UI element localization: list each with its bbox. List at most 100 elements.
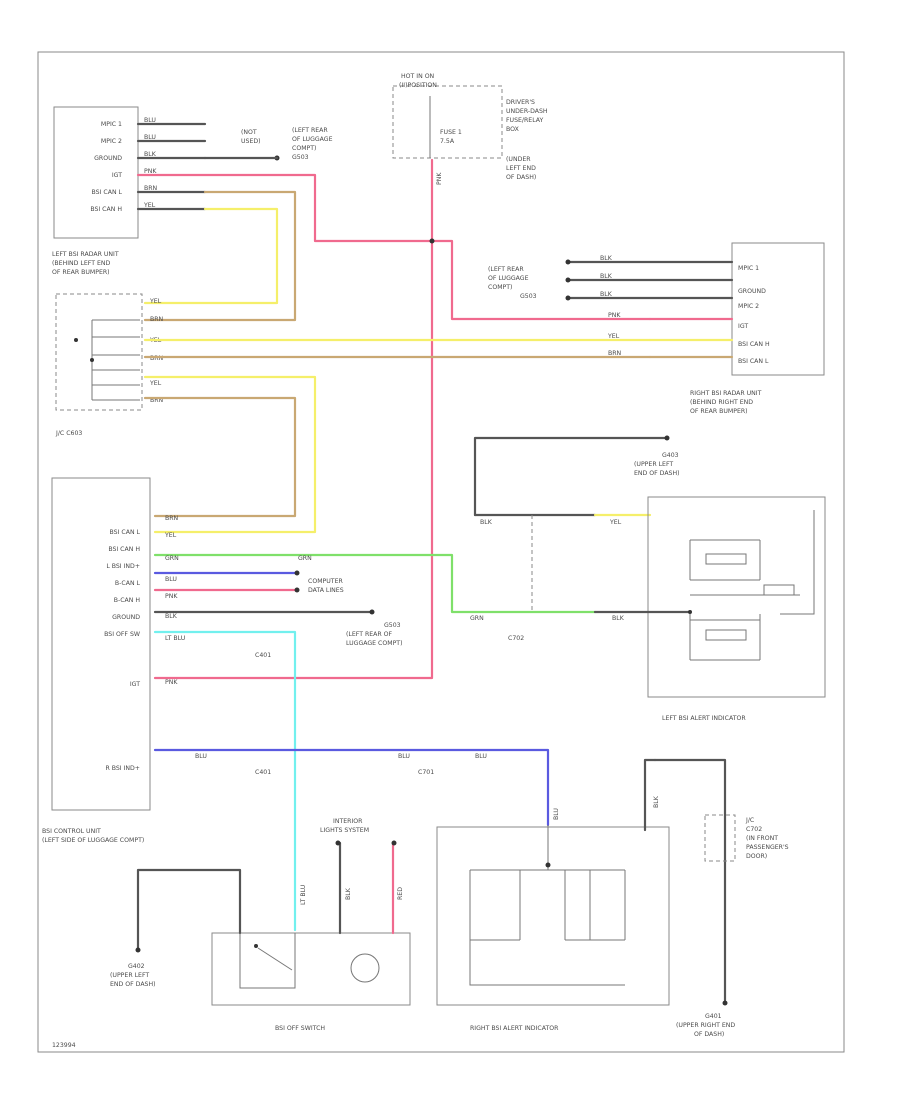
connector-label: C401 — [255, 652, 271, 659]
pin-label: B-CAN L — [115, 580, 141, 587]
wire-color-label: BLU — [144, 117, 156, 124]
bsi-off-switch: BSI OFF SWITCH — [211, 932, 411, 1032]
fuse-label: FUSE 1 — [440, 129, 462, 136]
right-bsi-alert-indicator: RIGHT BSI ALERT INDICATOR — [436, 825, 670, 1032]
component-label: C702 — [746, 826, 762, 833]
component-label: BSI CONTROL UNIT — [42, 828, 101, 835]
wire-color-label: BLK — [653, 795, 660, 808]
pin-label: MPIC 2 — [101, 138, 122, 145]
wire-color-label: BLU — [553, 808, 560, 820]
ground-label: (UPPER LEFT — [110, 972, 149, 979]
component-label: J/C — [745, 817, 754, 824]
pin-label: BSI CAN L — [92, 189, 123, 196]
ground-point — [135, 947, 141, 953]
junction-connector-c603: J/C C603 — [55, 293, 143, 437]
component-label: J/C C603 — [55, 430, 82, 437]
note-label: INTERIOR — [333, 818, 363, 825]
fuse-box-label: BOX — [506, 126, 520, 133]
wire-color-label: GRN — [298, 555, 312, 562]
wire-color-label: BLK — [600, 255, 613, 262]
component-label: BSI OFF SWITCH — [275, 1025, 325, 1032]
connector-label: C702 — [508, 635, 524, 642]
fuse-box-label: DRIVER'S — [506, 99, 535, 106]
wire-color-label: BLK — [600, 291, 613, 298]
component-label: DOOR) — [746, 853, 767, 860]
component-label: (BEHIND LEFT END — [52, 260, 110, 267]
pin-label: IGT — [130, 681, 140, 688]
pin-label: BSI CAN L — [110, 529, 141, 536]
wire-color-label: LT BLU — [165, 635, 185, 642]
pin-label: B-CAN H — [114, 597, 141, 604]
ground-label: G503 — [520, 293, 537, 300]
wire-color-label: BRN — [144, 185, 158, 192]
pin-label: GROUND — [738, 288, 766, 295]
wire-color-label: PNK — [144, 168, 157, 175]
ground-label: LUGGAGE COMPT) — [346, 640, 403, 647]
wire-color-label: BRN — [150, 397, 164, 404]
ground-label: (UPPER LEFT — [634, 461, 673, 468]
note-label: DATA LINES — [308, 587, 344, 594]
wire-color-label: PNK — [165, 679, 178, 686]
wire-color-label: PNK — [165, 593, 178, 600]
ground-point — [664, 435, 670, 441]
wire-color-label: LT BLU — [300, 885, 307, 905]
component-label: LEFT BSI ALERT INDICATOR — [662, 715, 746, 722]
ground-label: COMPT) — [292, 145, 316, 152]
fuse-box-label: FUSE/RELAY — [506, 117, 544, 124]
junction-connector-c702 — [704, 814, 736, 862]
fuse-box-label: UNDER-DASH — [506, 108, 548, 115]
wire-color-label: YEL — [164, 532, 177, 539]
wire-color-label: YEL — [607, 333, 620, 340]
wire-color-label: BLK — [480, 519, 493, 526]
wire-color-label: GRN — [470, 615, 484, 622]
component-label: (LEFT SIDE OF LUGGAGE COMPT) — [42, 837, 144, 844]
wire-color-label: BLK — [612, 615, 625, 622]
pin-label: MPIC 2 — [738, 303, 759, 310]
left-bsi-radar-unit: MPIC 1 MPIC 2 GROUND IGT BSI CAN L BSI C… — [52, 106, 139, 276]
ground-label: G402 — [128, 963, 145, 970]
bsi-control-unit: BSI CAN L BSI CAN H L BSI IND+ B-CAN L B… — [42, 477, 151, 844]
ground-label: COMPT) — [488, 284, 512, 291]
fuse-box-label: OF DASH) — [506, 174, 536, 181]
wire-color-label: BLU — [475, 753, 487, 760]
wire-color-label: GRN — [165, 555, 179, 562]
pin-label: BSI OFF SW — [104, 631, 140, 638]
fuse-box-label: (UNDER — [506, 156, 531, 163]
ground-label: OF LUGGAGE — [292, 136, 333, 143]
ground-label: (UPPER RIGHT END — [676, 1022, 735, 1029]
fuse-label: 7.5A — [440, 138, 455, 145]
wire-color-label: PNK — [608, 312, 621, 319]
pin-label: L BSI IND+ — [106, 563, 140, 570]
ground-label: (LEFT REAR — [292, 127, 328, 134]
pin-label: BSI CAN H — [90, 206, 122, 213]
pin-label: BSI CAN H — [108, 546, 140, 553]
component-label: (IN FRONT — [746, 835, 778, 842]
component-label: OF REAR BUMPER) — [690, 408, 748, 415]
wire-color-label: YEL — [143, 202, 156, 209]
component-label: RIGHT BSI RADAR UNIT — [690, 390, 762, 397]
wire-color-label: BLK — [600, 273, 613, 280]
fuse-relay-box: HOT IN ON (II)POSITION FUSE 1 7.5A DRIVE… — [392, 73, 548, 181]
diagram-frame — [37, 51, 845, 1053]
diagram-id: 123994 — [52, 1042, 76, 1049]
pin-label: MPIC 1 — [101, 121, 122, 128]
ground-label: G503 — [384, 622, 401, 629]
ground-point — [722, 1000, 728, 1006]
note-label: LIGHTS SYSTEM — [320, 827, 369, 834]
note-label: COMPUTER — [308, 578, 343, 585]
component-label: RIGHT BSI ALERT INDICATOR — [470, 1025, 559, 1032]
pin-label: IGT — [738, 323, 748, 330]
wire-color-label: BRN — [608, 350, 622, 357]
wire-color-label: BLU — [398, 753, 410, 760]
pin-label: BSI CAN H — [738, 341, 770, 348]
pin-label: GROUND — [112, 614, 140, 621]
pin-label: R BSI IND+ — [105, 765, 140, 772]
power-label: HOT IN ON — [401, 73, 435, 80]
ground-label: OF DASH) — [694, 1031, 724, 1038]
component-label: OF REAR BUMPER) — [52, 269, 110, 276]
component-label: (BEHIND RIGHT END — [690, 399, 753, 406]
wire-color-label: BLK — [345, 887, 352, 900]
component-label: LEFT BSI RADAR UNIT — [52, 251, 119, 258]
wire-color-label: BRN — [150, 316, 164, 323]
